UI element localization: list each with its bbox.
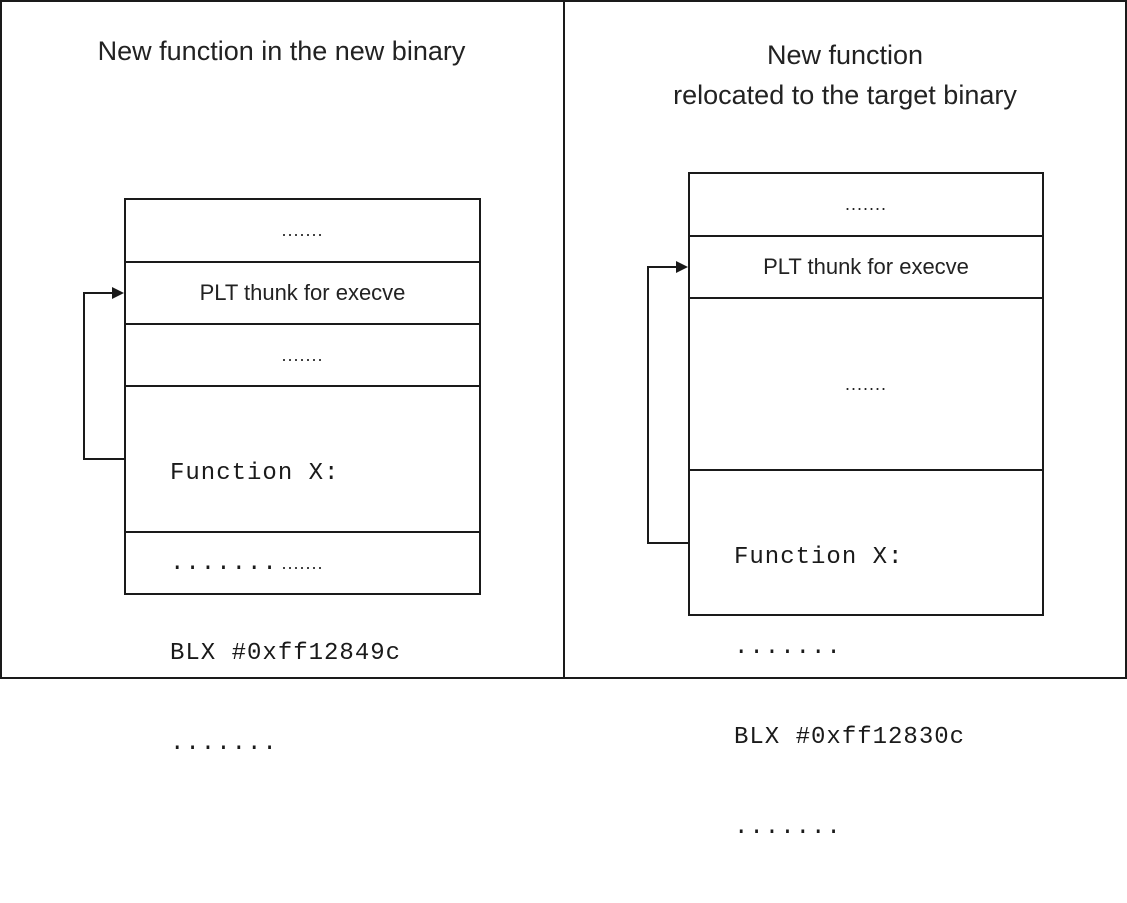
right-code-line-4: ....... (734, 814, 842, 841)
left-cell-function-x: Function X: ....... BLX #0xff12849c ....… (126, 387, 479, 757)
left-middle-dots-text: ....... (281, 344, 324, 365)
right-code-line-3: BLX #0xff12830c (734, 724, 966, 751)
panel-divider (563, 0, 565, 679)
left-code-line-4: ....... (170, 730, 278, 757)
left-code-line-3: BLX #0xff12849c (170, 640, 402, 667)
right-cell-top-dots: ....... (690, 174, 1042, 237)
left-arrowhead-icon (112, 287, 124, 299)
right-call-arrow (647, 266, 688, 544)
right-cell-middle-dots: ....... (690, 299, 1042, 471)
arrows-layer (83, 261, 688, 544)
left-code-line-1: Function X: (170, 460, 340, 487)
right-code-line-1: Function X: (734, 544, 904, 571)
right-memory-block: ....... PLT thunk for execve ....... Fun… (688, 172, 1044, 841)
left-cell-top-dots: ....... (126, 200, 479, 263)
left-memory-block: ....... PLT thunk for execve ....... Fun… (124, 198, 481, 757)
left-cell-plt-thunk: PLT thunk for execve (126, 263, 479, 325)
right-plt-thunk-label: PLT thunk for execve (763, 254, 969, 279)
right-middle-dots-text: ....... (844, 373, 887, 394)
right-arrowhead-icon (676, 261, 688, 273)
right-panel-title-line1: New function (766, 40, 924, 70)
right-code-line-2: ....... (734, 634, 842, 661)
left-cell-bottom-dots: ....... (126, 533, 479, 593)
right-panel-title-line2: relocated to the target binary (673, 80, 1017, 110)
left-top-dots-text: ....... (281, 220, 324, 240)
left-call-arrow (83, 292, 124, 460)
left-plt-thunk-label: PLT thunk for execve (199, 280, 406, 305)
left-code-line-2: ....... (170, 550, 278, 577)
left-bottom-dots-text: ....... (281, 552, 324, 573)
right-cell-plt-thunk: PLT thunk for execve (690, 237, 1042, 299)
right-top-dots-text: ....... (844, 194, 887, 214)
left-panel-title: New function in the new binary (97, 36, 466, 66)
left-cell-middle-dots: ....... (126, 325, 479, 387)
